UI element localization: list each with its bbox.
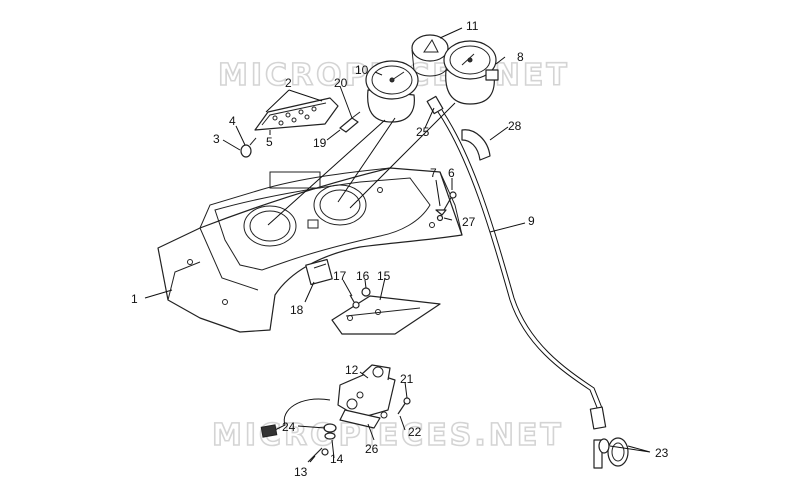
callout-9: 9: [528, 214, 535, 228]
callout-14: 14: [330, 452, 344, 466]
callout-10: 10: [355, 63, 369, 77]
callout-19: 19: [313, 136, 327, 150]
callout-26: 26: [365, 442, 379, 456]
speedo-bulb: [339, 111, 361, 133]
dashboard-panel: [157, 167, 463, 333]
callout-8: 8: [517, 50, 524, 64]
tachometer-gauge: [443, 40, 499, 105]
callout-7: 7: [430, 166, 437, 180]
callout-27: 27: [462, 215, 476, 229]
callout-12: 12: [345, 363, 359, 377]
callout-24: 24: [282, 420, 296, 434]
panel-switch: [305, 258, 333, 286]
mounting-bracket: [331, 295, 441, 335]
callout-18: 18: [290, 303, 304, 317]
callout-13: 13: [294, 465, 308, 479]
callout-23: 23: [655, 446, 669, 460]
callout-15: 15: [377, 269, 391, 283]
callout-25: 25: [416, 125, 430, 139]
callout-17: 17: [333, 269, 347, 283]
cable-rings: [598, 437, 629, 467]
callout-2: 2: [285, 76, 292, 90]
rubber-grommet: [461, 129, 491, 161]
callout-28: 28: [508, 119, 522, 133]
callout-11: 11: [466, 19, 479, 33]
indicator-light-strip: [254, 97, 339, 131]
callout-labels: 1 2 3 4 5 6 7 8 9 10 11 12 13 14 15 16 1…: [131, 19, 669, 479]
callout-3: 3: [213, 132, 220, 146]
speedometer-cable: [437, 109, 607, 469]
speedometer-gauge: [365, 60, 419, 123]
mounting-screws: [435, 191, 457, 222]
callout-16: 16: [356, 269, 370, 283]
cable-fitting: [426, 95, 444, 115]
callout-6: 6: [448, 166, 455, 180]
callout-22: 22: [408, 425, 422, 439]
callout-5: 5: [266, 135, 273, 149]
callout-1: 1: [131, 292, 138, 306]
callout-21: 21: [400, 372, 414, 386]
callout-20: 20: [334, 76, 348, 90]
callout-4: 4: [229, 114, 236, 128]
warning-lamp-housing: [411, 34, 449, 77]
leader-lines: [144, 27, 651, 463]
ignition-switch-assembly: [260, 364, 411, 463]
bulb-socket: [240, 137, 257, 158]
